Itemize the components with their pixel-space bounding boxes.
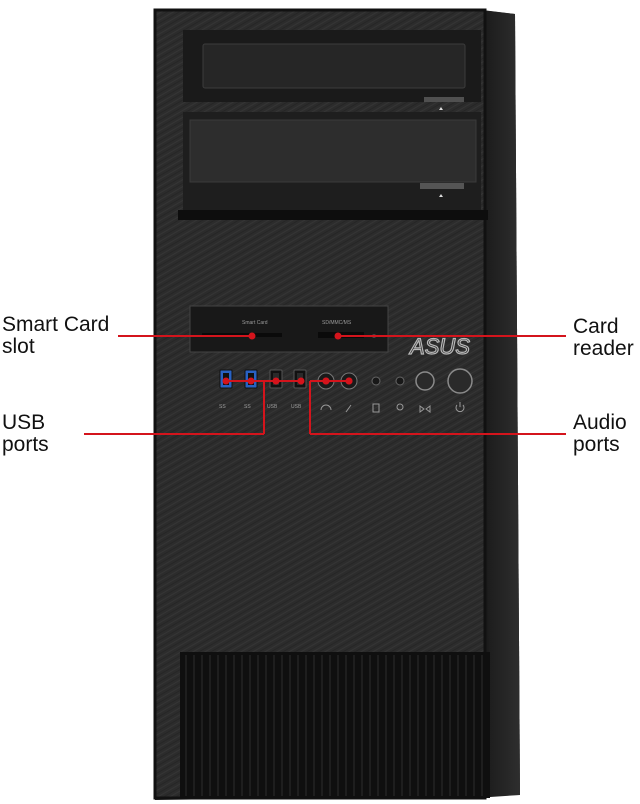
usb-ports-callout-line2: ports [2,433,49,456]
microphone-icon [345,404,352,413]
bay-separator [178,210,488,220]
audio-ports-callout-line2: ports [573,433,620,456]
svg-text:ASUS: ASUS [408,334,470,359]
reset-button [415,371,435,391]
usb-callout-dot-1 [222,377,230,385]
headphone-icon [320,404,332,411]
card-reader-callout: Card reader [573,316,634,360]
card-reader-callout-line1: Card [573,315,619,338]
ventilation-grille [180,652,490,798]
audio-callout-dot-1 [322,377,330,385]
bulb-icon [396,403,404,411]
usb-callout-dot-2 [247,377,255,385]
usb-callout-dot-3 [272,377,280,385]
asus-logo: ASUS [407,333,470,359]
audio-ports-callout-line1: Audio [573,411,627,434]
audio-callout-dot-2 [345,377,353,385]
reset-icon [419,405,431,413]
usb-label-3: USB [267,404,278,410]
id-led [395,376,405,386]
card-reader-callout-dot [334,332,342,340]
usb-label-2: SS [244,404,251,410]
card-reader-panel [189,305,389,353]
hdd-icon [372,403,380,413]
power-icon [455,402,465,413]
audio-ports-callout: Audio ports [573,412,627,456]
card-reader-callout-line2: reader [573,337,634,360]
usb-label-1: SS [219,404,226,410]
usb-ports-callout: USB ports [2,412,49,456]
usb-ports-callout-line1: USB [2,411,46,434]
power-button [447,368,473,394]
optical-drive-bay-bottom [183,112,481,210]
smart-card-panel-label: Smart Card [242,320,268,326]
usb-callout-dot-4 [297,377,305,385]
smart-card-slot-callout-line2: slot [2,335,35,358]
optical-drive-bay-top [183,30,481,110]
hdd-led [371,376,381,386]
card-reader-panel-label: SD/MMC/MS [322,320,352,326]
smart-card-slot-callout-line1: Smart Card [2,313,110,336]
smart-card-slot-callout: Smart Card slot [2,314,109,358]
usb-label-4: USB [291,404,302,410]
smart-card-callout-dot [248,332,256,340]
